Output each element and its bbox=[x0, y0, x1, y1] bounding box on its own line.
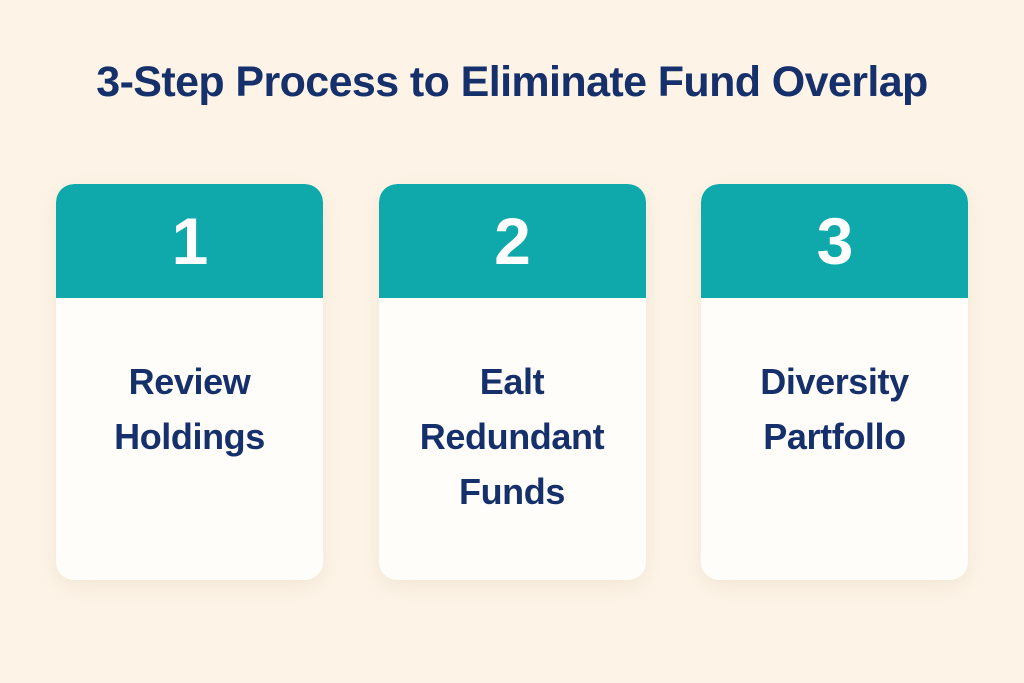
step-number-2: 2 bbox=[494, 204, 531, 278]
step-number-badge-1: 1 bbox=[56, 184, 323, 298]
step-card-1: 1 Review Holdings bbox=[56, 184, 323, 580]
step-body-3: Diversity Partfollo bbox=[701, 298, 968, 580]
step-number-3: 3 bbox=[816, 204, 854, 278]
steps-container: 1 Review Holdings 2 Ealt Redundant Funds… bbox=[56, 184, 968, 580]
step-body-1: Review Holdings bbox=[56, 298, 323, 580]
step-body-2: Ealt Redundant Funds bbox=[379, 298, 646, 580]
step-label-2: Ealt Redundant Funds bbox=[419, 361, 605, 512]
step-number-badge-3: 3 bbox=[701, 184, 968, 298]
step-card-2: 2 Ealt Redundant Funds bbox=[378, 184, 646, 580]
step-number-1: 1 bbox=[171, 204, 209, 278]
page-title: 3-Step Process to Eliminate Fund Overlap bbox=[96, 58, 928, 106]
step-number-badge-2: 2 bbox=[378, 184, 646, 298]
step-card-3: 3 Diversity Partfollo bbox=[701, 184, 968, 580]
step-label-1: Review Holdings bbox=[114, 361, 265, 457]
step-label-3: Diversity Partfollo bbox=[760, 361, 909, 457]
